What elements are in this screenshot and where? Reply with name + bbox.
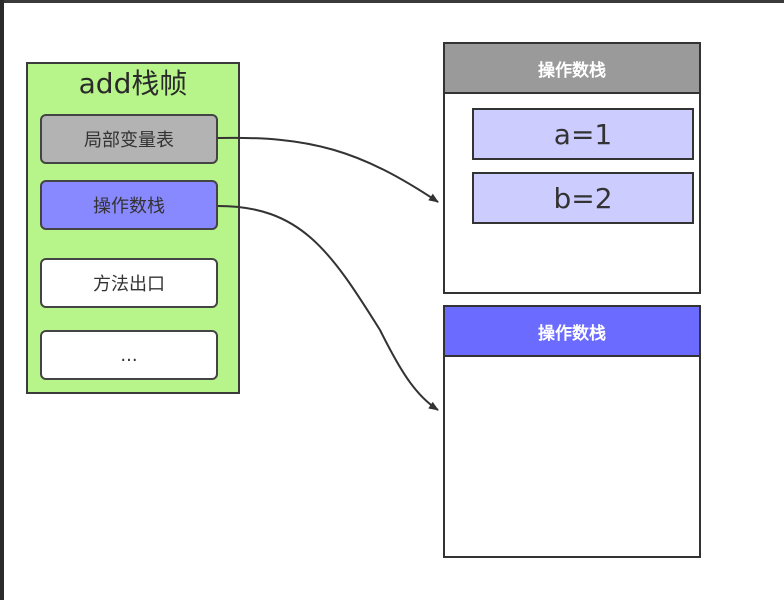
window-top-edge xyxy=(0,0,784,3)
frame-title: add栈帧 xyxy=(78,67,188,100)
slot-operand-stack: 操作数栈 xyxy=(40,180,218,230)
add-stack-frame: add栈帧 局部变量表 操作数栈 方法出口 ... xyxy=(26,62,240,394)
window-left-edge xyxy=(0,0,4,600)
top-operand-stack-panel: 操作数栈 a=1 b=2 xyxy=(443,42,701,294)
top-panel-header: 操作数栈 xyxy=(445,44,699,94)
slot-ellipsis: ... xyxy=(40,330,218,380)
slot-local-variable-table: 局部变量表 xyxy=(40,114,218,164)
stack-cell-b: b=2 xyxy=(472,172,694,224)
bottom-panel-header: 操作数栈 xyxy=(445,307,699,357)
stack-cell-a: a=1 xyxy=(472,108,694,160)
arrow-opstack-to-bottom-panel xyxy=(217,205,439,411)
slot-method-exit: 方法出口 xyxy=(40,258,218,308)
arrow-locals-to-top-panel xyxy=(217,136,439,203)
bottom-operand-stack-panel: 操作数栈 xyxy=(443,305,701,558)
